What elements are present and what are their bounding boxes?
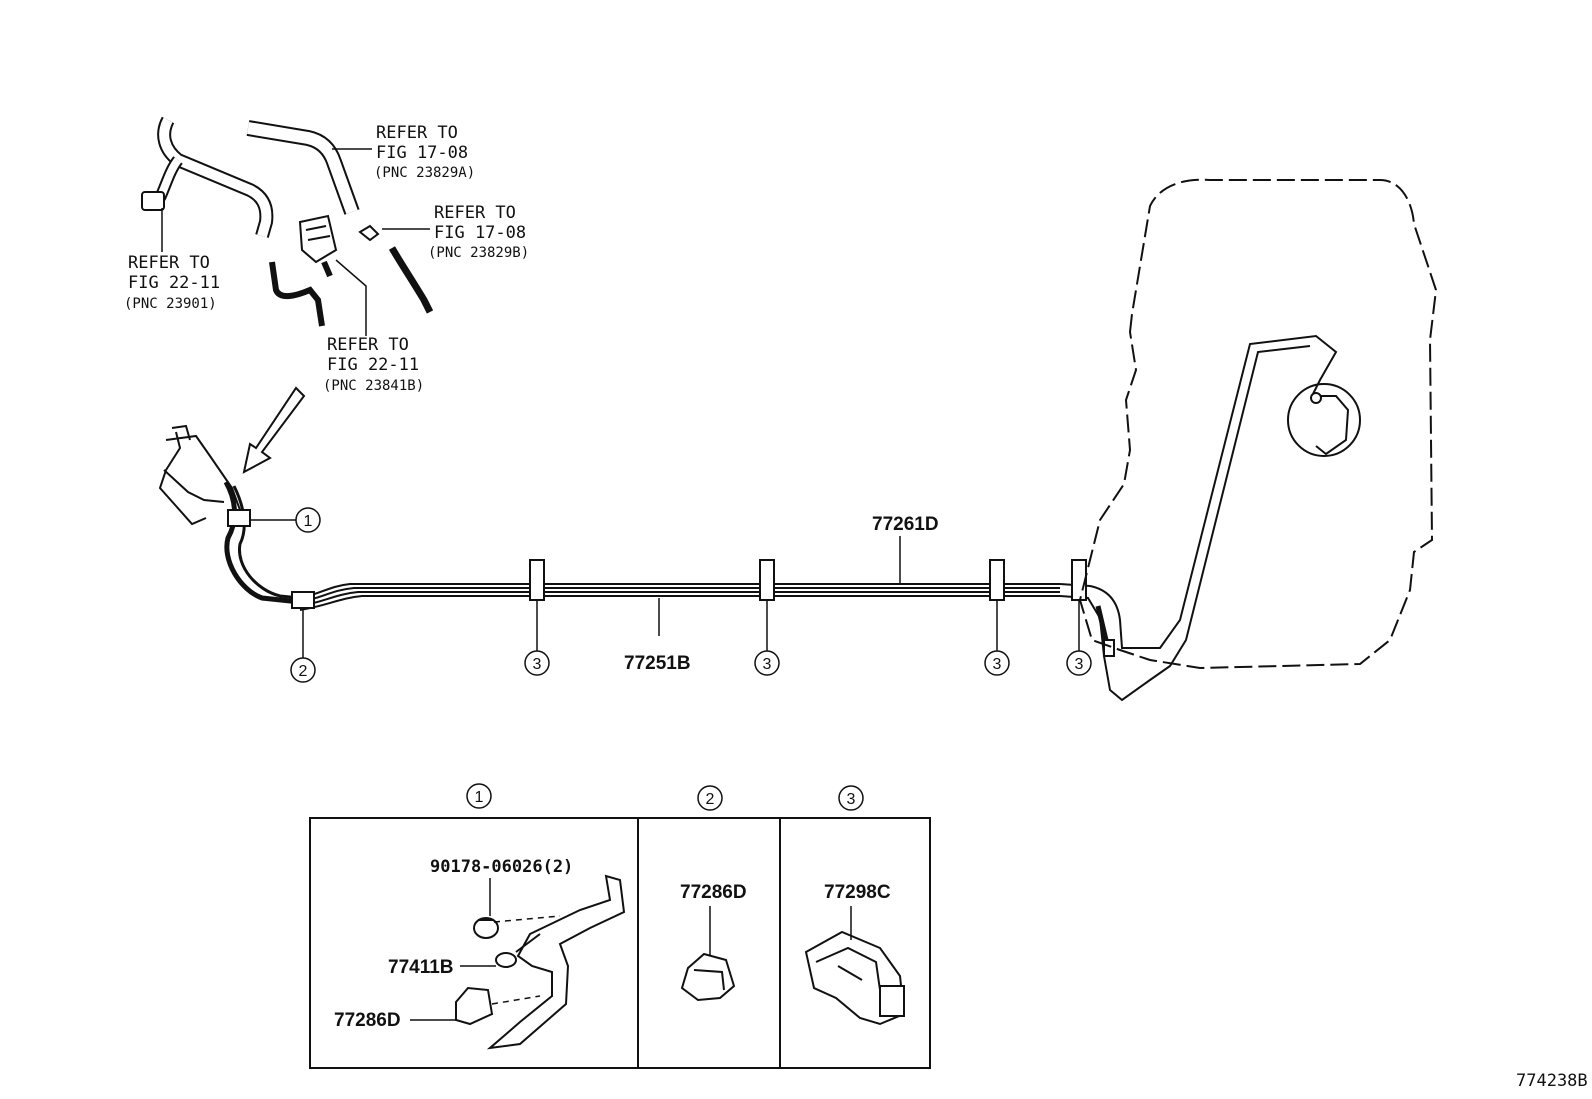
- callout-numbers: 1 2 3 3 3 3 1 2 3: [299, 513, 1084, 808]
- detail-panel: [309, 817, 931, 1069]
- ref-fig-22-11-a: REFER TO FIG 22-11 (PNC 23901): [124, 253, 220, 312]
- detail-1-parts: [455, 874, 626, 1050]
- ref-d-line2: FIG 22-11: [327, 355, 419, 375]
- callout-3-d: 3: [1075, 656, 1084, 673]
- part-label-77286D-b: 77286D: [680, 882, 747, 903]
- ref-c-line3: (PNC 23901): [124, 296, 217, 312]
- detail-2-part: [680, 952, 736, 1002]
- ref-b-line3: (PNC 23829B): [428, 245, 529, 261]
- part-label-77411B: 77411B: [388, 957, 454, 978]
- ref-fig-17-08-a: REFER TO FIG 17-08 (PNC 23829A): [374, 123, 475, 181]
- direction-arrow: [242, 386, 306, 474]
- hose-group-upper: [141, 116, 434, 327]
- detail-1-labels: 90178-06026(2) 77411B 77286D: [334, 857, 573, 1031]
- callout-1-main: 1: [304, 513, 313, 530]
- callout-leaders: [250, 519, 1080, 658]
- detail-3-part: [804, 930, 906, 1026]
- callout-3-c: 3: [993, 656, 1002, 673]
- ref-a-line2: FIG 17-08: [376, 143, 468, 163]
- callout-2-detail: 2: [706, 791, 715, 808]
- ref-b-line1: REFER TO: [434, 203, 516, 223]
- ref-a-line3: (PNC 23829A): [374, 165, 475, 181]
- callout-2-main: 2: [299, 663, 308, 680]
- figure-id: 774238B: [1516, 1071, 1588, 1091]
- ref-c-line2: FIG 22-11: [128, 273, 220, 293]
- callout-1-detail: 1: [475, 789, 484, 806]
- ref-d-line1: REFER TO: [327, 335, 409, 355]
- ref-c-line1: REFER TO: [128, 253, 210, 273]
- ref-fig-22-11-b: REFER TO FIG 22-11 (PNC 23841B): [323, 335, 424, 394]
- part-label-77286D-a: 77286D: [334, 1010, 401, 1031]
- ref-d-line3: (PNC 23841B): [323, 378, 424, 394]
- ref-a-line1: REFER TO: [376, 123, 458, 143]
- part-label-77261D: 77261D: [872, 514, 939, 535]
- reference-leaders: [161, 148, 430, 336]
- fuel-tank-outline: [1078, 178, 1438, 670]
- part-label-77251B: 77251B: [624, 653, 691, 674]
- part-label-bolt: 90178-06026(2): [430, 857, 573, 877]
- part-label-77298C: 77298C: [824, 882, 891, 903]
- callout-circles: [290, 507, 1092, 811]
- ref-b-line2: FIG 17-08: [434, 223, 526, 243]
- callout-3-detail: 3: [847, 791, 856, 808]
- ref-fig-17-08-b: REFER TO FIG 17-08 (PNC 23829B): [428, 203, 529, 261]
- detail-1-leaders: [410, 878, 561, 1021]
- fuel-pump-ring: [1287, 383, 1361, 457]
- line-clamps: [227, 509, 1087, 609]
- callout-3-b: 3: [763, 656, 772, 673]
- callout-3-a: 3: [533, 656, 542, 673]
